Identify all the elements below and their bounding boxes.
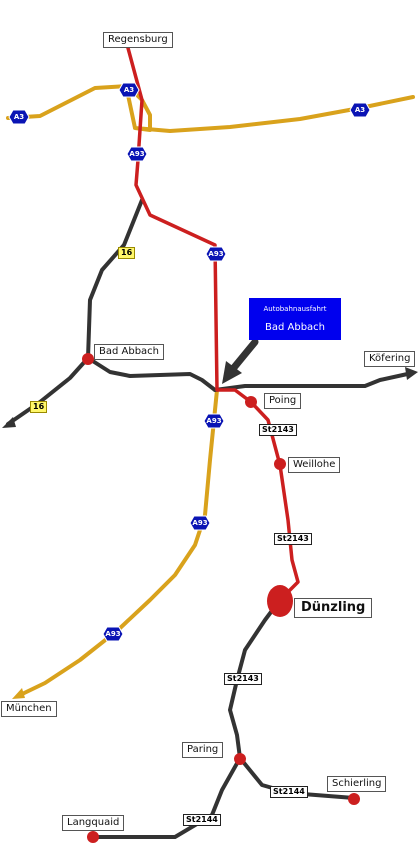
label-koefering: Köfering xyxy=(364,351,416,367)
schierling-dot xyxy=(348,793,360,805)
st2143-plate: St2143 xyxy=(259,424,297,436)
label-regensburg: Regensburg xyxy=(103,32,173,48)
a3-shield-icon: A3 xyxy=(8,109,30,125)
langquaid-dot xyxy=(87,831,99,843)
b16-badge: 16 xyxy=(30,401,48,413)
exit-pointer-head xyxy=(222,361,242,384)
bad-abbach-road xyxy=(86,356,217,392)
a93-shield-icon: A93 xyxy=(126,146,148,162)
bad-abbach-dot xyxy=(82,353,94,365)
b16-arrow xyxy=(2,417,16,428)
b16-road xyxy=(6,198,144,426)
st2144-plate: St2144 xyxy=(183,814,221,826)
exit-pointer-arrow xyxy=(228,338,259,374)
b16-badge: 16 xyxy=(118,247,136,259)
poing-dot xyxy=(245,396,257,408)
a93-shield-icon: A93 xyxy=(189,515,211,531)
exit-sign: Autobahnausfahrt Bad Abbach xyxy=(249,298,341,340)
label-duenzling: Dünzling xyxy=(294,598,373,618)
koefering-arrow xyxy=(405,367,418,380)
label-weillohe: Weillohe xyxy=(288,457,341,473)
exit-sign-title: Autobahnausfahrt xyxy=(263,305,327,313)
label-langquaid: Langquaid xyxy=(62,815,125,831)
label-poing: Poing xyxy=(264,393,302,409)
koefering-road xyxy=(213,371,414,392)
exit-sign-name: Bad Abbach xyxy=(264,322,325,333)
highlighted-route xyxy=(126,46,300,602)
st2144-plate: St2144 xyxy=(270,786,308,798)
label-paring: Paring xyxy=(182,742,224,758)
st2143-south-road xyxy=(91,598,356,839)
a93-shield-icon: A93 xyxy=(203,413,225,429)
a93-shield-icon: A93 xyxy=(102,626,124,642)
duenzling-dot xyxy=(267,585,293,617)
a3-shield-icon: A3 xyxy=(118,82,140,98)
label-bad-abbach: Bad Abbach xyxy=(94,344,165,360)
label-schierling: Schierling xyxy=(327,776,387,792)
st2143-plate: St2143 xyxy=(224,673,262,685)
label-muenchen: München xyxy=(1,701,57,717)
a3-shield-icon: A3 xyxy=(349,102,371,118)
a93-shield-icon: A93 xyxy=(205,246,227,262)
paring-dot xyxy=(234,753,246,765)
weillohe-dot xyxy=(274,458,286,470)
a93-motorway xyxy=(16,388,219,698)
muenchen-arrow xyxy=(12,688,25,699)
st2143-plate: St2143 xyxy=(274,533,312,545)
